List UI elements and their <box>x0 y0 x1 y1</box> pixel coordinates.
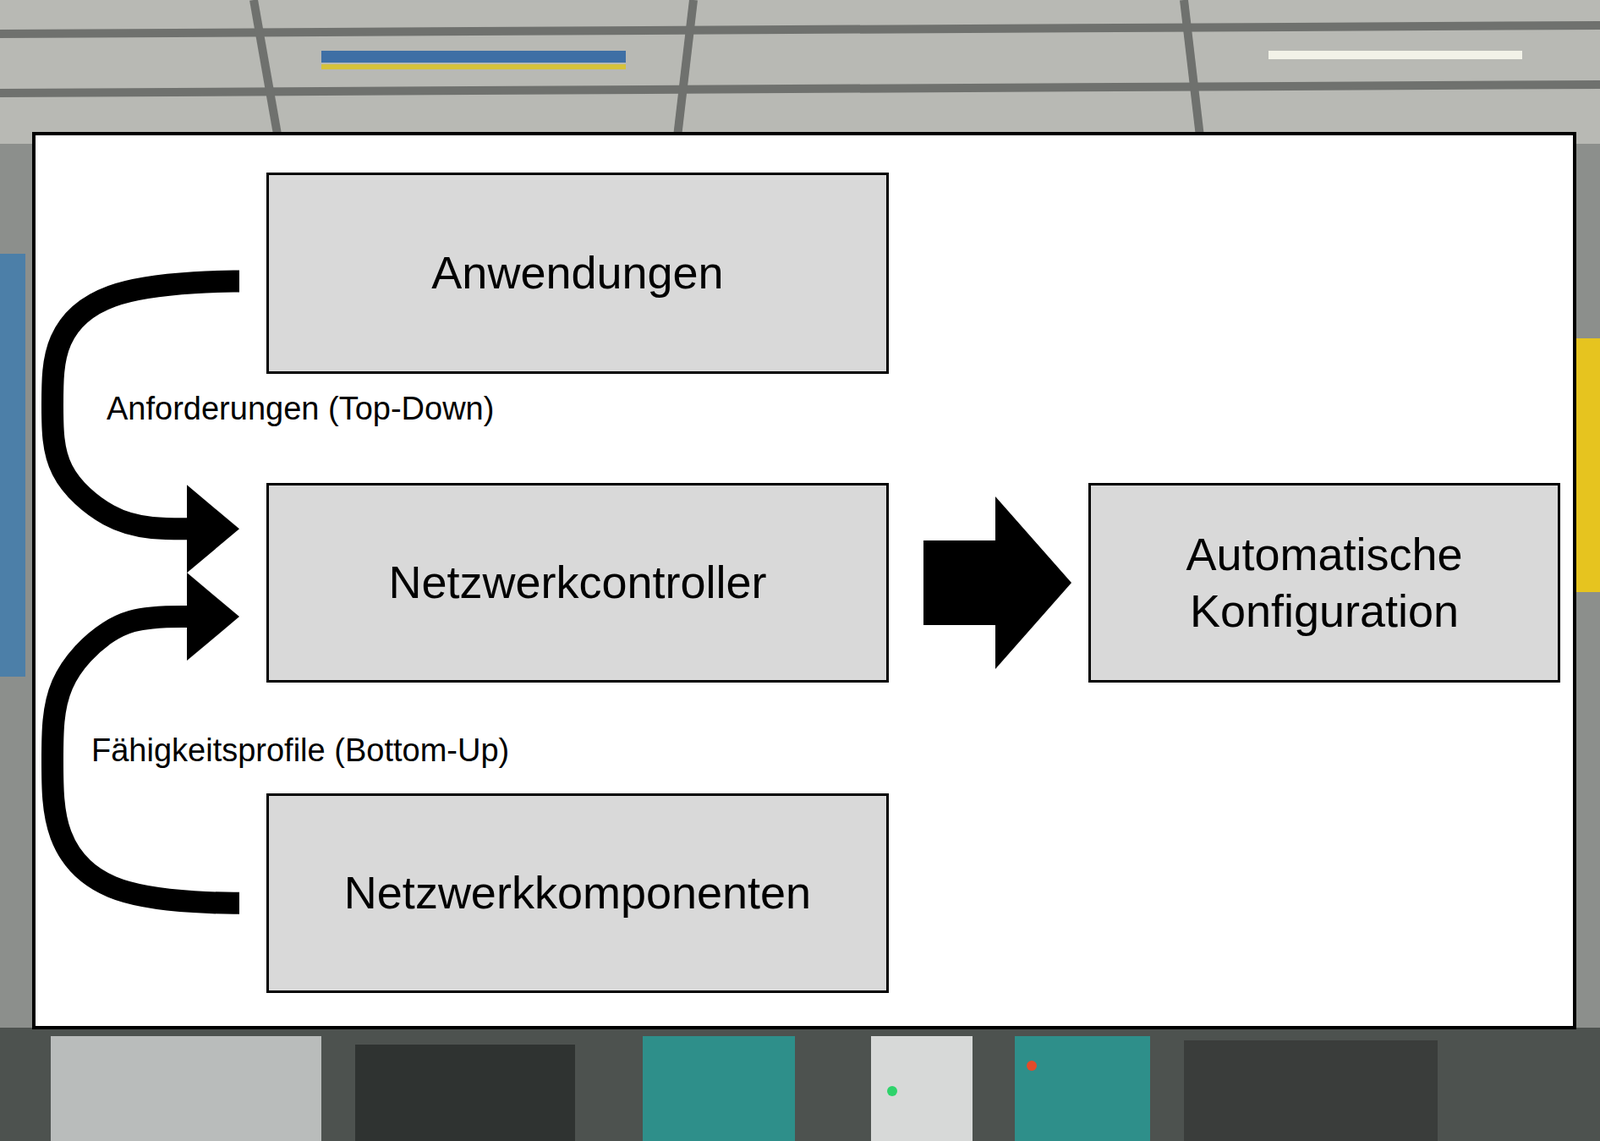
box-label: Anwendungen <box>431 244 724 302</box>
edge-label: Anforderungen (Top-Down) <box>103 390 498 428</box>
edge-label: Fähigkeitsprofile (Bottom-Up) <box>87 732 513 769</box>
arrow-head <box>995 496 1072 669</box>
flow-arrow <box>923 496 1072 669</box>
process-box: Automatische Konfiguration <box>1088 482 1561 683</box>
ceiling-beams <box>0 0 1600 144</box>
ceiling <box>0 0 1600 144</box>
box-label: Netzwerkkomponenten <box>344 864 811 922</box>
arrow-shaft <box>923 540 998 625</box>
box-label: Netzwerkcontroller <box>388 553 767 612</box>
cable-trays <box>321 50 1523 70</box>
process-box: Netzwerkcontroller <box>266 482 889 683</box>
process-box: Anwendungen <box>266 172 889 374</box>
arrow-head <box>186 484 240 573</box>
arrow-head <box>186 572 240 661</box>
box-label: Automatische Konfiguration <box>1105 526 1544 641</box>
white-panel <box>33 133 1575 1028</box>
process-box: Netzwerkkomponenten <box>266 793 889 993</box>
machine-floor <box>0 1027 1600 1141</box>
